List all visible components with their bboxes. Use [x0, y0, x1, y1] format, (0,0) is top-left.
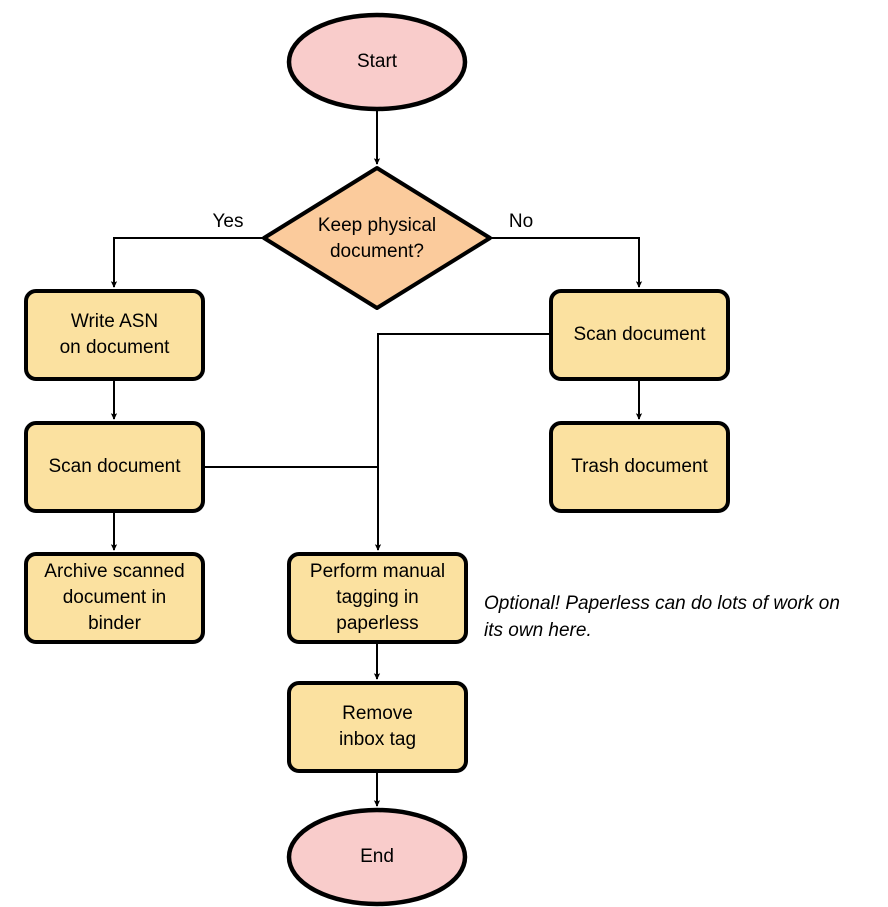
remove-inbox-tag-label-line1: Remove: [342, 703, 413, 724]
edge-decision-yes-to-write-asn: [110, 237, 264, 288]
start-ellipse[interactable]: [286, 12, 468, 112]
node-write-asn-on-document[interactable]: Write ASN on document: [24, 289, 205, 381]
decision-diamond[interactable]: [262, 166, 492, 310]
remove-inbox-tag-label-line2: inbox tag: [339, 729, 416, 750]
remove-inbox-tag-box[interactable]: [287, 681, 468, 773]
archive-label-line3: binder: [88, 613, 141, 634]
end-ellipse[interactable]: [286, 807, 468, 907]
trash-document-label: Trash document: [571, 456, 708, 477]
node-archive-scanned-document-in-binder[interactable]: Archive scanned document in binder: [24, 552, 205, 644]
edge-decision-no-to-scan-right: [490, 237, 643, 288]
end-label: End: [360, 846, 394, 867]
tagging-label-line1: Perform manual: [310, 561, 445, 582]
start-label: Start: [357, 51, 398, 72]
trash-document-box[interactable]: [549, 421, 730, 513]
optional-note-line2: its own here.: [484, 620, 592, 641]
scan-document-left-label: Scan document: [48, 456, 181, 477]
decision-label-line1: Keep physical: [318, 215, 436, 236]
node-scan-document-right[interactable]: Scan document: [549, 289, 730, 381]
write-asn-label-line2: on document: [60, 337, 171, 358]
write-asn-label-line1: Write ASN: [71, 311, 158, 332]
node-remove-inbox-tag[interactable]: Remove inbox tag: [287, 681, 468, 773]
tagging-label-line2: tagging in: [336, 587, 418, 608]
node-scan-document-left[interactable]: Scan document: [24, 421, 205, 513]
archive-label-line1: Archive scanned: [44, 561, 184, 582]
scan-document-right-label: Scan document: [573, 324, 706, 345]
archive-box[interactable]: [24, 552, 205, 644]
edge-layer: [110, 109, 643, 807]
archive-label-line2: document in: [63, 587, 167, 608]
edge-label-layer: Yes No: [213, 211, 534, 232]
node-perform-manual-tagging-in-paperless[interactable]: Perform manual tagging in paperless: [287, 552, 468, 644]
node-decision-keep-physical-document[interactable]: Keep physical document?: [262, 166, 492, 310]
edge-label-yes: Yes: [213, 211, 244, 232]
optional-note-line1: Optional! Paperless can do lots of work …: [484, 593, 840, 614]
write-asn-box[interactable]: [24, 289, 205, 381]
node-trash-document[interactable]: Trash document: [549, 421, 730, 513]
tagging-label-line3: paperless: [336, 613, 418, 634]
edge-label-no: No: [509, 211, 533, 232]
tagging-box[interactable]: [287, 552, 468, 644]
scan-document-left-box[interactable]: [24, 421, 205, 513]
scan-document-right-box[interactable]: [549, 289, 730, 381]
node-start[interactable]: Start: [286, 12, 468, 112]
node-end[interactable]: End: [286, 807, 468, 907]
decision-label-line2: document?: [330, 241, 424, 262]
annotation-optional-note: Optional! Paperless can do lots of work …: [484, 593, 840, 641]
edge-scan-right-to-tagging: [374, 333, 551, 551]
